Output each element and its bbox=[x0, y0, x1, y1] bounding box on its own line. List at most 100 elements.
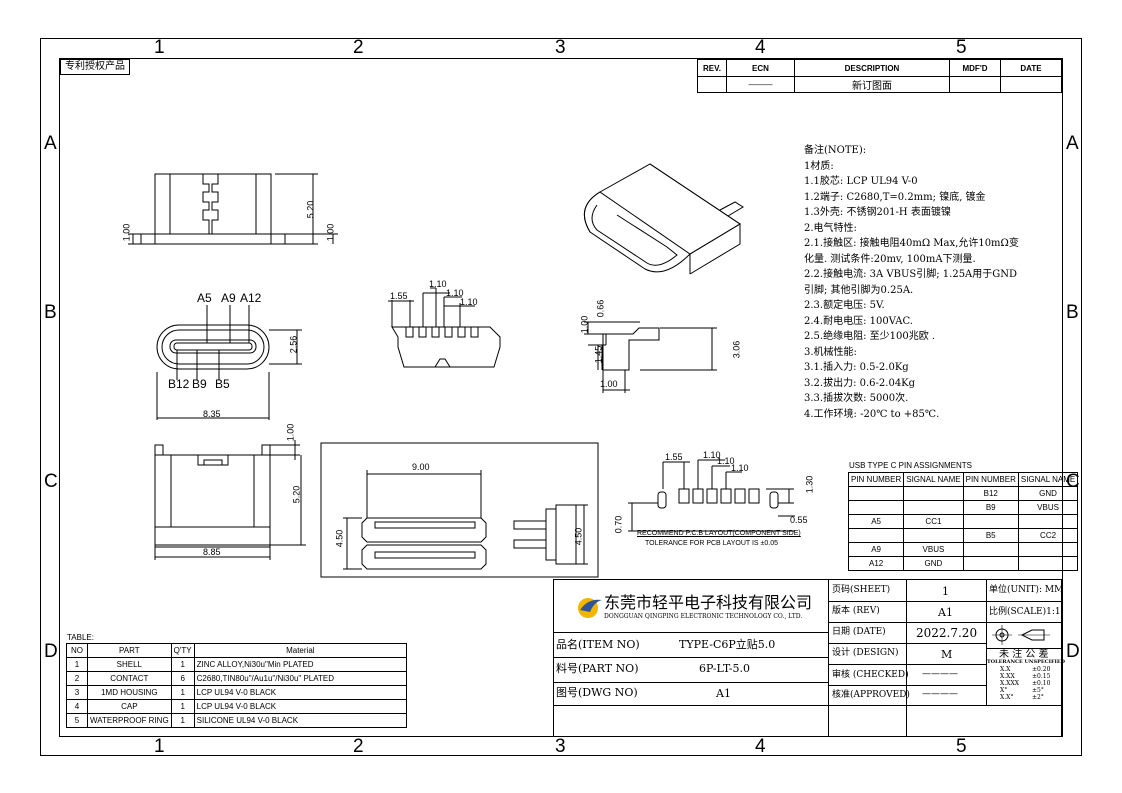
pin-assign-cell bbox=[1017, 556, 1079, 571]
zone-1-bottom: 1 bbox=[154, 736, 165, 757]
pin-assign-cell: A9 bbox=[847, 542, 905, 557]
company-logo-icon bbox=[578, 598, 602, 618]
bom-title: TABLE: bbox=[67, 633, 94, 642]
tolerance-key: X.X° bbox=[1000, 694, 1014, 701]
dim-1-00-left: 1.00 bbox=[121, 223, 132, 242]
pin-assign-cell bbox=[903, 528, 964, 543]
note-line: 3.2.拔出力: 0.6-2.04Kg bbox=[804, 377, 916, 389]
dim-1-55-front: 1.55 bbox=[390, 291, 408, 301]
tolerance-key: X° bbox=[1000, 687, 1008, 694]
note-line: 化量. 测试条件:20mv, 100mA下测量. bbox=[804, 253, 976, 265]
revision-table: REV. ECN DESCRIPTION MDF'D DATE ——— 新订图面 bbox=[697, 59, 1062, 93]
angle-projection-icon bbox=[992, 625, 1050, 645]
dim-0-70: 0.70 bbox=[613, 515, 624, 534]
zone-5-bottom: 5 bbox=[956, 736, 967, 757]
bom-cell: 1 bbox=[170, 657, 195, 672]
tolerance-value: ±2° bbox=[1032, 694, 1044, 701]
dim-1-00-bottom-view: 1.00 bbox=[285, 423, 296, 442]
isometric-view bbox=[583, 163, 744, 275]
dim-2-56: 2.56 bbox=[288, 335, 299, 354]
sheet-label: 页码(SHEET) bbox=[832, 585, 891, 595]
dim-9-00: 9.00 bbox=[412, 462, 430, 472]
bom-cell: CAP bbox=[87, 699, 172, 714]
pin-assign-table: PIN NUMBER SIGNAL NAME PIN NUMBER SIGNAL… bbox=[847, 472, 1079, 571]
bom-cell: WATERPROOF RING bbox=[87, 713, 172, 728]
bom-cell: 4 bbox=[66, 699, 88, 714]
design-value: M bbox=[941, 648, 953, 661]
bom-cell: SILICONE UL94 V-0 BLACK bbox=[193, 713, 408, 728]
pin-label-a5: A5 bbox=[197, 291, 212, 305]
dim-1-10-a-front: 1.10 bbox=[429, 279, 447, 289]
pin-assign-cell: VBUS bbox=[903, 542, 964, 557]
approved-value: ———— bbox=[922, 689, 958, 699]
pin-assign-header: SIGNAL NAME bbox=[1017, 472, 1079, 487]
dim-1-00-profile-a: 1.00 bbox=[579, 315, 590, 334]
note-line: 1材质: bbox=[804, 160, 834, 172]
dim-1-00-right: 1.00 bbox=[325, 223, 336, 242]
dwg-no-label: 图号(DWG NO) bbox=[556, 686, 638, 699]
pin-label-b12: B12 bbox=[168, 377, 190, 391]
title-block: 东莞市轻平电子科技有限公司 DONGGUAN QINGPING ELECTRON… bbox=[553, 579, 1065, 737]
pin-assign-cell: VBUS bbox=[1017, 500, 1079, 515]
note-line: 2.电气特性: bbox=[804, 222, 857, 234]
note-line: 1.2端子: C2680,T=0.2mm; 镍底, 镀金 bbox=[804, 191, 986, 203]
pin-assign-cell bbox=[847, 528, 905, 543]
pin-assign-header: PIN NUMBER bbox=[847, 472, 905, 487]
patent-label: 专利授权产品 bbox=[60, 59, 130, 75]
dim-1-30: 1.30 bbox=[804, 475, 815, 494]
pin-assign-cell bbox=[847, 486, 905, 501]
side-view-bottom bbox=[154, 440, 306, 560]
pin-label-a9: A9 bbox=[221, 291, 236, 305]
pcb-layout-view bbox=[628, 459, 795, 532]
dim-1-10-c-front: 1.10 bbox=[460, 297, 478, 307]
design-label: 设计 (DESIGN) bbox=[832, 648, 899, 658]
pin-assign-cell: CC2 bbox=[1017, 528, 1079, 543]
side-view-top bbox=[128, 173, 338, 245]
pin-label-a12: A12 bbox=[240, 291, 262, 305]
pin-assign-cell bbox=[847, 500, 905, 515]
pin-assign-cell bbox=[962, 556, 1019, 571]
note-line: 备注(NOTE): bbox=[804, 145, 867, 156]
item-no-value: TYPE-C6P立贴5.0 bbox=[679, 638, 776, 651]
bom-cell: LCP UL94 V-0 BLACK bbox=[193, 699, 408, 714]
date-value: 2022.7.20 bbox=[916, 626, 978, 640]
rev-label: 版本 (REV) bbox=[832, 606, 880, 616]
pin-assign-cell: B9 bbox=[962, 500, 1019, 515]
rev-value: A1 bbox=[938, 606, 953, 619]
company-name-cn: 东莞市轻平电子科技有限公司 bbox=[604, 593, 813, 612]
note-line: 1.3外壳: 不锈钢201-H 表面镀镍 bbox=[804, 207, 951, 218]
bom-cell: CONTACT bbox=[87, 671, 172, 686]
pcb-layout-title: RECOMMEND P.C.B LAYOUT(COMPONENT SIDE) bbox=[637, 530, 801, 537]
zone-a-right: A bbox=[1066, 133, 1079, 154]
zone-b-right: B bbox=[1066, 302, 1079, 323]
dim-1-10-b-front: 1.10 bbox=[446, 288, 464, 298]
tolerance-value: ±0.15 bbox=[1032, 673, 1051, 680]
sheet-value: 1 bbox=[942, 585, 949, 598]
drawing-frame-outer bbox=[40, 38, 1082, 756]
bom-cell: 1MD HOUSING bbox=[87, 685, 172, 700]
date-label: 日期 (DATE) bbox=[832, 627, 886, 637]
pin-assign-cell bbox=[1017, 514, 1079, 529]
pcb-layout-tolerance: TOLERANCE FOR PCB LAYOUT IS ±0.05 bbox=[645, 540, 778, 547]
note-line: 2.3.额定电压: 5V. bbox=[804, 300, 885, 311]
note-line: 4.工作环境: -20℃ to +85℃. bbox=[804, 408, 940, 420]
zone-3-top: 3 bbox=[555, 37, 566, 58]
bom-cell: ZINC ALLOY,Ni30u"Min PLATED bbox=[193, 657, 408, 672]
front-view-pins bbox=[156, 305, 302, 420]
zone-5-top: 5 bbox=[956, 37, 967, 58]
bom-cell: SHELL bbox=[87, 657, 172, 672]
bom-cell: 1 bbox=[170, 685, 195, 700]
zone-d-left: D bbox=[44, 641, 58, 662]
zone-d-right: D bbox=[1066, 641, 1080, 662]
part-no-label: 料号(PART NO) bbox=[556, 662, 639, 675]
dim-1-10-c-pcb: 1.10 bbox=[731, 463, 749, 473]
pin-assign-cell: CC1 bbox=[903, 514, 964, 529]
tolerance-value: ±0.10 bbox=[1032, 680, 1051, 687]
